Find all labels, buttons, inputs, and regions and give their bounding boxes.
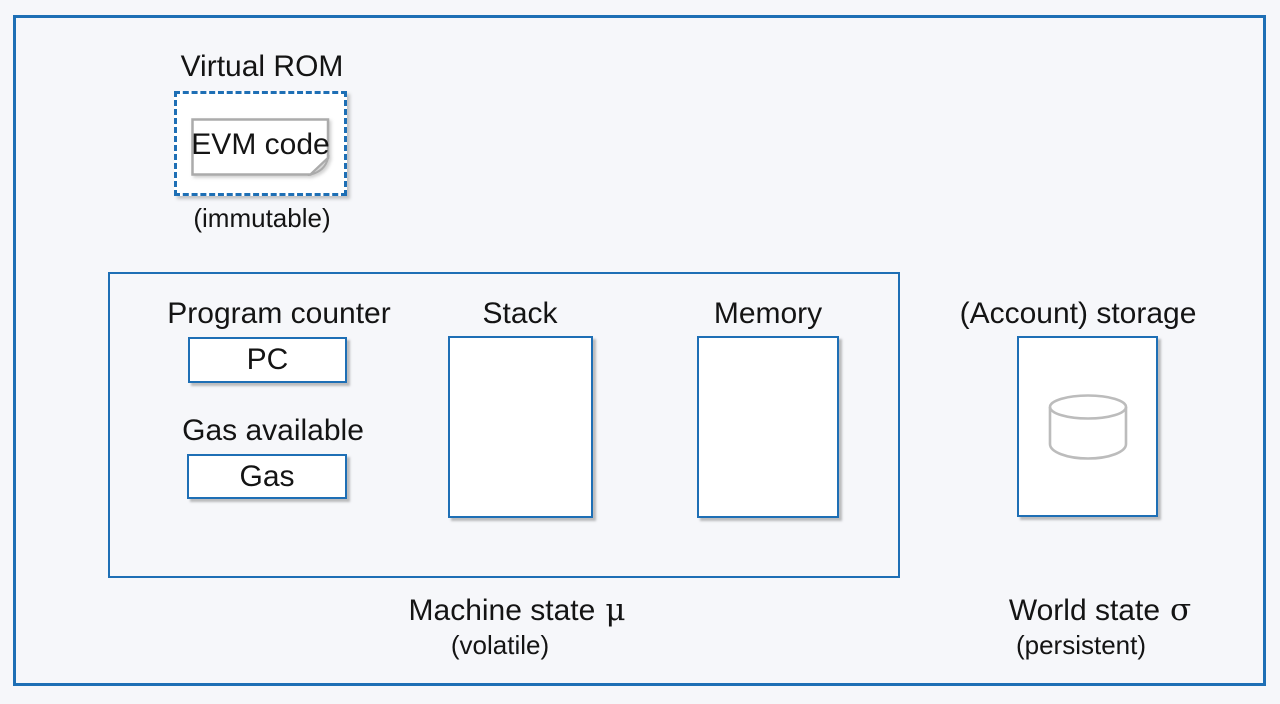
evm-code-document: EVM code (191, 118, 330, 176)
memory-box (697, 336, 839, 518)
document-folded-corner-icon (191, 118, 330, 176)
account-storage-label: (Account) storage (959, 297, 1197, 330)
gas-available-label: Gas available (182, 414, 364, 447)
gas-register-value: Gas (239, 459, 295, 493)
memory-label: Memory (713, 297, 823, 330)
mu-symbol: μ (605, 592, 626, 628)
program-counter-label: Program counter (167, 297, 391, 330)
stack-box (448, 336, 593, 518)
virtual-rom-box: EVM code (174, 91, 347, 196)
machine-state-box (108, 272, 900, 578)
pc-register-value: PC (246, 343, 289, 376)
machine-state-note: (volatile) (450, 630, 550, 660)
stack-label: Stack (482, 297, 558, 330)
evm-code-label: EVM code (191, 128, 330, 161)
gas-register-box: Gas (187, 454, 347, 499)
sigma-symbol: σ (1170, 592, 1192, 628)
diagram-outer-frame (13, 15, 1266, 686)
world-state-caption: World state σ (960, 592, 1240, 628)
world-state-note: (persistent) (1015, 630, 1147, 660)
machine-state-caption: Machine state μ (382, 592, 652, 628)
virtual-rom-note: (immutable) (193, 203, 331, 233)
virtual-rom-title: Virtual ROM (180, 50, 344, 83)
database-cylinder-icon (1048, 393, 1127, 460)
pc-register-box: PC (188, 337, 347, 383)
world-state-caption-text: World state (1008, 594, 1160, 627)
machine-state-caption-text: Machine state (408, 594, 596, 627)
account-storage-box (1017, 336, 1158, 517)
